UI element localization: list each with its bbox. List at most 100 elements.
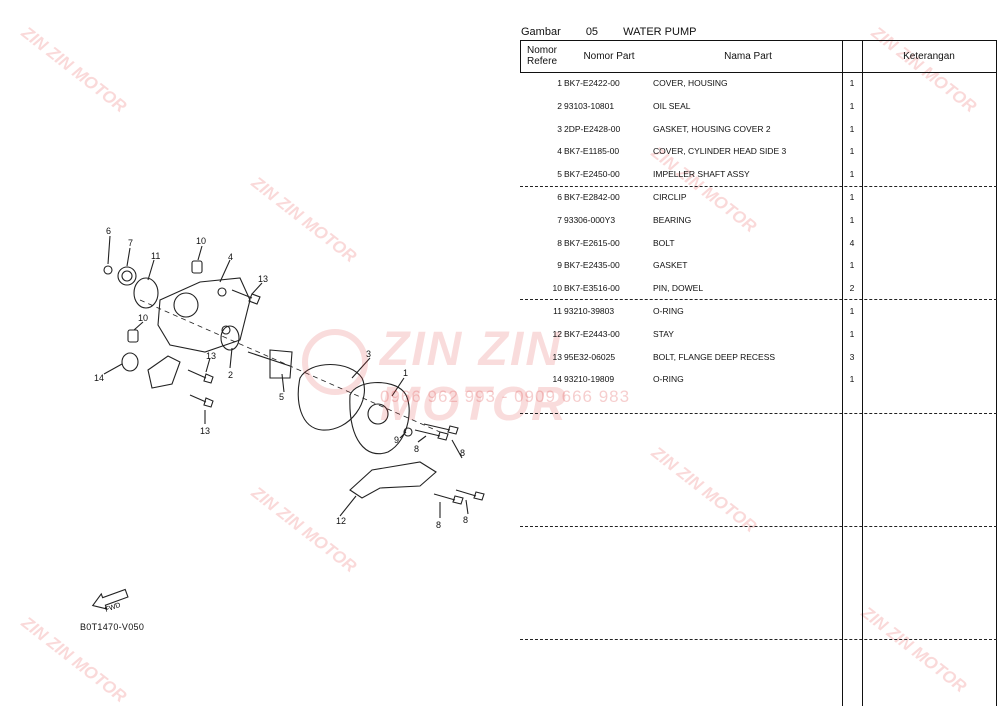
exploded-diagram: FWD 6 7 10 4 11 13 10 13 2 14 5 3 1 9 8 … [80,226,485,632]
row-part-number: 93210-39803 [564,306,615,316]
impeller-shaft-part [247,351,291,367]
row-part-number: BK7-E1185-00 [564,146,620,157]
callout-3: 3 [366,349,371,359]
row-qty: 3 [849,351,855,362]
row-part-name: BOLT [653,237,675,248]
row-ref: 11 [553,306,562,316]
callout-8a: 8 [414,444,419,454]
row-part-number: BK7-E2422-00 [564,78,620,88]
cylinder-head-cover-part [157,277,251,353]
callout-2: 2 [228,370,233,380]
row-qty: 1 [849,328,855,339]
callout-8b: 8 [460,448,465,458]
row-ref: 12 [552,328,562,339]
row-qty: 1 [849,123,855,134]
row-part-number: BK7-E2443-00 [564,328,620,339]
row-ref: 10 [552,283,562,294]
gasket-part [297,363,365,431]
callout-13a: 13 [258,274,268,284]
row-qty: 1 [849,192,855,202]
row-ref: 7 [557,214,562,225]
row-part-name: COVER, HOUSING [653,78,728,88]
callout-4: 4 [228,252,233,262]
dowel-pin-part [191,260,203,274]
row-part-number: BK7-E2842-00 [564,192,620,202]
parts-header: Gambar 05 WATER PUMP [521,26,718,38]
callout-11: 11 [151,251,160,261]
row-part-number: BK7-E2435-00 [564,260,620,271]
callout-13c: 13 [200,426,210,436]
row-qty: 4 [849,237,855,248]
row-qty: 1 [849,146,855,157]
stay-part [349,461,437,499]
callout-10a: 10 [196,236,206,246]
row-qty: 1 [849,78,855,88]
housing-cover-part [349,382,410,455]
bolt-13-part [231,289,261,305]
callout-13b: 13 [206,351,216,361]
row-ref: 8 [557,237,562,248]
col-part-header: Nomor Part [583,50,635,62]
fwd-arrow [91,588,129,610]
row-ref: 6 [557,192,562,202]
row-part-name: O-RING [653,374,684,385]
row-qty: 1 [849,100,855,111]
row-part-number: 93210-19809 [564,374,615,385]
row-ref: 3 [557,123,562,134]
row-part-name: GASKET [653,260,688,271]
row-qty: 1 [849,260,855,271]
row-ref: 4 [557,146,562,157]
row-ref: 14 [552,374,562,385]
gambar-label: Gambar [521,26,561,38]
row-ref: 5 [557,169,562,180]
row-part-name: OIL SEAL [653,100,691,111]
col-name-header: Nama Part [724,50,772,62]
bearing-part [117,266,137,286]
row-ref: 9 [557,260,562,271]
callout-7: 7 [128,238,133,248]
page-title: WATER PUMP [623,26,697,38]
gambar-number: 05 [585,26,599,38]
row-part-name: BOLT, FLANGE DEEP RECESS [653,351,776,362]
row-qty: 2 [849,283,855,294]
callout-8d: 8 [463,515,468,525]
row-part-number: 93306-000Y3 [564,214,616,225]
o-ring-11-part [133,277,159,309]
oil-seal-part [220,325,240,351]
row-part-name: STAY [653,328,674,339]
row-part-name: O-RING [653,306,684,316]
callout-8c: 8 [436,520,441,530]
col-note-header: Keterangan [903,50,955,62]
callout-1: 1 [403,368,408,378]
row-ref: 2 [557,100,562,111]
callout-12: 12 [336,516,346,526]
circlip-part [103,265,113,275]
row-part-number: BK7-E3516-00 [564,283,620,294]
callout-10b: 10 [138,313,148,323]
row-qty: 1 [849,306,855,316]
callout-6: 6 [106,226,111,236]
row-part-name: IMPELLER SHAFT ASSY [653,169,750,180]
callout-9: 9 [394,435,399,445]
row-part-name: CIRCLIP [653,192,687,202]
row-part-name: PIN, DOWEL [653,283,704,294]
row-part-name: BEARING [653,214,692,225]
diagram-drawing: FWD 6 7 10 4 11 13 10 13 2 14 5 3 1 9 8 … [91,226,485,614]
row-part-name: GASKET, HOUSING COVER 2 [653,123,771,134]
callout-5: 5 [279,392,284,402]
